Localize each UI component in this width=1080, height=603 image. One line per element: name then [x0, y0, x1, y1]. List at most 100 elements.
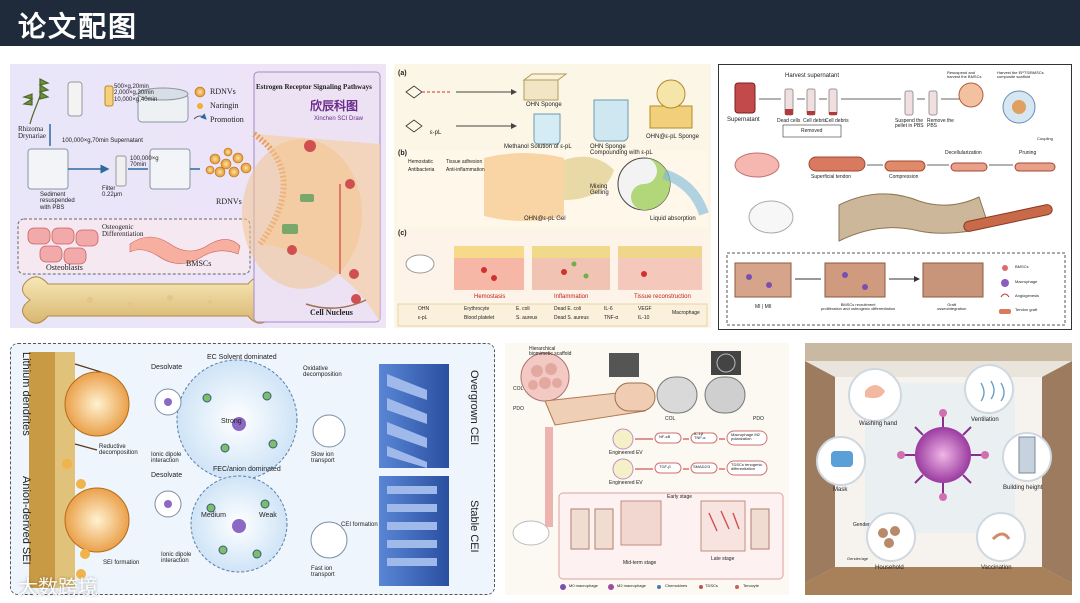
- legend-naringin: Naringin: [210, 102, 238, 110]
- rdnvs-label: RDNVs: [216, 198, 242, 206]
- anion-sei-label: Anion-derived SEI: [19, 476, 31, 565]
- sei-formation-label: SEI formation: [103, 560, 139, 566]
- sub-gender-label: Gender/age: [847, 557, 868, 561]
- legend-promotion: Promotion: [210, 116, 244, 124]
- sediment-label: Sediment resuspended with PBS: [40, 192, 75, 211]
- panel3-illustration: [719, 65, 1072, 330]
- household-label: Household: [875, 565, 904, 571]
- legend-bmscs: BMSCs: [1015, 265, 1029, 269]
- legend-12: Macrophage: [672, 311, 700, 316]
- dead-cells-label: Dead cells: [777, 119, 800, 124]
- medium-label: Medium: [201, 512, 226, 519]
- mixing-label: Mixing Gelling: [590, 184, 609, 197]
- bmscs-label: BMSCs: [186, 260, 211, 268]
- stage-reconstruction: Tissue reconstruction: [634, 294, 691, 300]
- suspend-label: Suspend the pellet in PBS: [895, 119, 929, 130]
- legend-m0: M0 macrophage: [569, 584, 598, 588]
- eng-ev-2: Engineered EV: [609, 481, 643, 486]
- lithium-label: Lithium dendrites: [19, 352, 31, 436]
- gender-label: Gender: [853, 523, 870, 528]
- cei-formation-label: CEI formation: [341, 522, 378, 528]
- legend-macrophage: Macrophage: [1015, 280, 1037, 284]
- legend-2: E. coli: [516, 307, 530, 312]
- legend-chemokines: Chemokines: [665, 584, 687, 588]
- supernatant-label: Supernatant: [727, 117, 760, 123]
- osteoblasts-label: Osteoblasts: [46, 264, 83, 272]
- methanol-label: Methanol Solution of ε-pL: [504, 144, 572, 150]
- mi-mii-label: MI | MII: [755, 305, 772, 310]
- strong-label: Strong: [221, 418, 242, 425]
- centrifuge1-label: 100,000×g,70min Supernatant: [62, 138, 143, 144]
- figure-panel-4: Lithium dendrites Anion-derived SEI EC S…: [10, 343, 495, 595]
- liquid-label: Liquid absorption: [650, 216, 696, 222]
- pdo-left-label: PDO: [513, 407, 524, 412]
- il-label: IL-1β TNF-α: [694, 432, 705, 440]
- epl-label: ε-pL: [430, 130, 441, 136]
- remove-pbs-label: Remove the PBS: [927, 119, 957, 130]
- weak-label: Weak: [259, 512, 277, 519]
- prop-antiinflammation: Anti-inflammation: [446, 168, 485, 173]
- legend-6: ε-pL: [418, 316, 427, 321]
- nucleus-label: Cell Nucleus: [310, 309, 353, 317]
- fec-label: FEC/anion dominated: [213, 466, 281, 473]
- ohn-sponge-label: OHN Sponge: [526, 102, 562, 108]
- mask-label: Mask: [833, 487, 847, 493]
- graft-label: Graft osseointegration: [937, 303, 966, 311]
- brand-cn: 欣辰科图: [310, 100, 358, 113]
- legend-1: Erythrocyte: [464, 307, 489, 312]
- filter-label: Filter 0.22μm: [102, 186, 122, 199]
- gel-label: OHN@ε-pL Gel: [524, 216, 566, 222]
- panel6-illustration: [805, 343, 1072, 595]
- figure-panel-5: Hierarchical biomimetic scaffold COL PDO…: [505, 343, 789, 595]
- harvest-label: Harvest supernatant: [785, 73, 839, 79]
- header-bar: 论文配图: [0, 0, 1080, 46]
- legend-3: Dead E. coli: [554, 307, 581, 312]
- reductive-label: Reductive decomposition: [99, 444, 138, 457]
- compression-label: Compression: [889, 175, 918, 180]
- resuspend-label: Resuspend and harvest the BMSCs: [947, 71, 987, 79]
- legend-angiogenesis: Angiogenesis: [1015, 294, 1039, 298]
- legend-5: VEGF: [638, 307, 652, 312]
- cell-debris-1: Cell debris: [803, 119, 827, 124]
- oxidative-label: Oxidative decomposition: [303, 366, 342, 379]
- legend-0: OHN: [418, 307, 429, 312]
- legend-tenocyte: Tenocyte: [743, 584, 759, 588]
- legend-m2: M2 macrophage: [617, 584, 646, 588]
- slow-label: Slow ion transport: [311, 452, 335, 465]
- prop-hemostatic: Hemostatic: [408, 160, 433, 165]
- legend-10: TNF-α: [604, 316, 618, 321]
- late-label: Late stage: [711, 557, 734, 562]
- superficial-label: Superficial tendon: [811, 175, 851, 180]
- pdo-right-label: PDO: [753, 417, 764, 422]
- recruit-label: BMSCs recruitment proliferation and oste…: [821, 303, 895, 311]
- harvest-the-label: Harvest the EPTS/BMSCs composite scaffol…: [997, 71, 1049, 79]
- tdsc-label: TDSCs tenogenic differentiation: [731, 463, 762, 471]
- coupling-label: Coupling: [1037, 137, 1053, 141]
- prop-antibacteria: Antibacteria: [408, 168, 434, 173]
- mid-label: Mid-term stage: [623, 561, 656, 566]
- watermark: 大数跨境: [18, 571, 98, 600]
- legend-tendon: Tendon graft: [1015, 308, 1037, 312]
- centrifuge2-label: 100,000×g 70min: [130, 156, 159, 169]
- label-a: (a): [398, 70, 407, 77]
- mac-polar-label: Macrophage M2 polarization: [731, 433, 760, 441]
- tgf-label: TGF-β: [659, 465, 671, 469]
- col-mid-label: COL: [665, 417, 675, 422]
- overgrown-label: Overgrown CEI: [467, 370, 479, 445]
- prop-adhesion: Tissue adhesion: [446, 160, 482, 165]
- steps-label: 500×g,20min 2,000×g,30min 10,000×g,40min: [114, 84, 157, 103]
- brand-en: Xinchen SCI Draw: [314, 116, 363, 122]
- figure-panel-6: Washing hand Ventilation Mask Building h…: [805, 343, 1072, 595]
- pruning-label: Pruning: [1019, 151, 1036, 156]
- cell-debris-2: Cell debris: [825, 119, 849, 124]
- nfkb-label: NF-κB: [659, 435, 670, 439]
- col-left-label: COL: [513, 387, 523, 392]
- ionic-2: Ionic dipole interaction: [161, 552, 191, 565]
- removed-label: Removed: [801, 129, 822, 134]
- legend-9: Dead S. aureus: [554, 316, 589, 321]
- eng-ev-1: Engineered EV: [609, 451, 643, 456]
- stable-label: Stable CEI: [467, 500, 479, 553]
- ec-solvent-label: EC Solvent dominated: [207, 354, 277, 361]
- fast-label: Fast ion transport: [311, 566, 335, 579]
- washing-label: Washing hand: [859, 421, 897, 427]
